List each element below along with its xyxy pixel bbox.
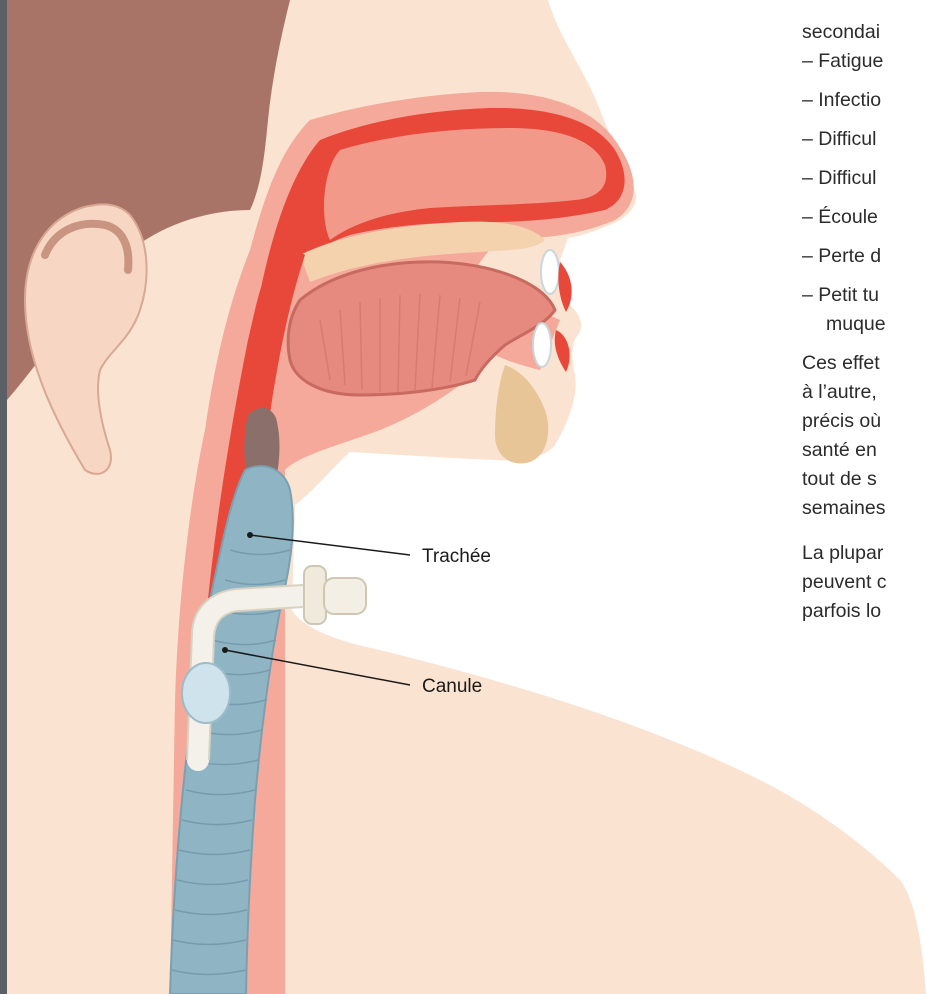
bullet-item: Difficul xyxy=(802,125,926,154)
paragraph-line: La plupar xyxy=(802,539,926,568)
side-text-column: secondai Fatigue Infectio Difficul Diffi… xyxy=(802,18,926,626)
bullet-item: Difficul xyxy=(802,164,926,193)
canule-leader-dot xyxy=(222,647,228,653)
paragraph-line: à l’autre, xyxy=(802,378,926,407)
paragraph-line: peuvent c xyxy=(802,568,926,597)
bullet-item: Écoule xyxy=(802,203,926,232)
paragraph-line: parfois lo xyxy=(802,597,926,626)
paragraph-line: précis où xyxy=(802,407,926,436)
paragraph-line: semaines xyxy=(802,494,926,523)
paragraph-2: La plupar peuvent c parfois lo xyxy=(802,539,926,626)
cannula-flange xyxy=(304,566,326,624)
bullet-item: Fatigue xyxy=(802,47,926,76)
paragraph-1: Ces effet à l’autre, précis où santé en … xyxy=(802,349,926,523)
trachee-leader-dot xyxy=(247,532,253,538)
cannula-cuff xyxy=(182,663,230,723)
bullet-continuation: muque xyxy=(802,310,926,339)
canule-label: Canule xyxy=(422,676,482,697)
upper-tooth xyxy=(541,250,559,294)
trachee-label: Trachée xyxy=(422,546,491,567)
paragraph-line: Ces effet xyxy=(802,349,926,378)
bullet-item: Petit tu xyxy=(802,281,926,310)
bullet-item: Infectio xyxy=(802,86,926,115)
side-intro: secondai xyxy=(802,18,926,47)
lower-tooth xyxy=(533,323,551,367)
cannula-connector xyxy=(324,578,366,614)
paragraph-line: santé en xyxy=(802,436,926,465)
paragraph-line: tout de s xyxy=(802,465,926,494)
bullet-item: Perte d xyxy=(802,242,926,271)
